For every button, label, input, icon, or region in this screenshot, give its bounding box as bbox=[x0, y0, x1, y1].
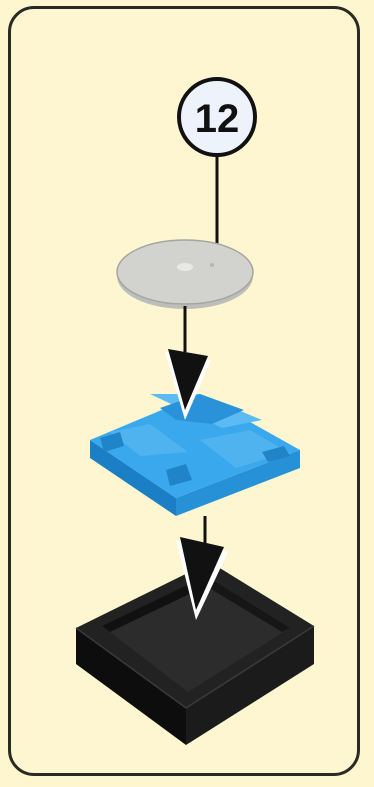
step-number: 12 bbox=[195, 97, 240, 141]
blue-insert-part bbox=[90, 394, 300, 516]
disc-part bbox=[117, 240, 253, 309]
step-number-badge: 12 bbox=[179, 79, 255, 155]
